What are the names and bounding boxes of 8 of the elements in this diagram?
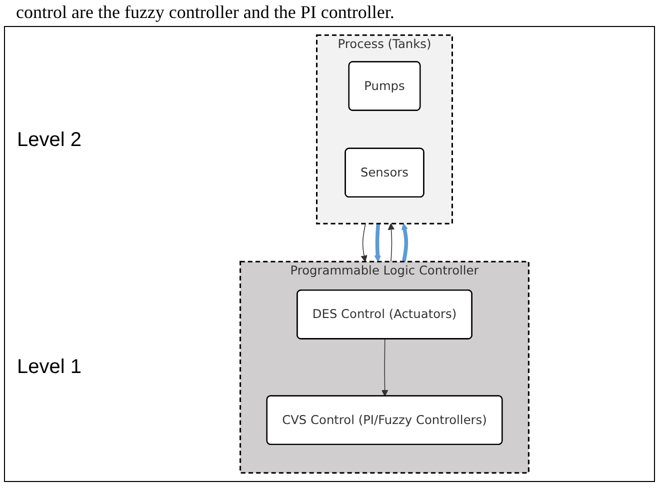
level-label: Level 1	[16, 356, 82, 379]
level-label: Level 2	[16, 129, 82, 152]
arrow	[374, 223, 382, 262]
arrow	[401, 223, 408, 262]
caption-text: control are the fuzzy controller and the PI controller.	[15, 1, 396, 24]
arrow	[388, 223, 395, 262]
arrow	[381, 338, 388, 396]
arrow	[360, 223, 368, 262]
